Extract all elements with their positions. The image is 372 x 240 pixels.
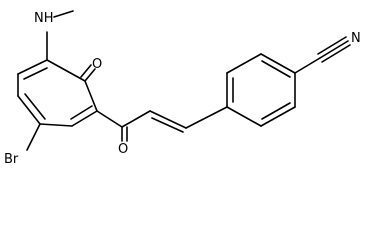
enone-linker (96, 106, 228, 142)
bond-calpha-cbeta (149, 110, 187, 129)
bond-ar3 (260, 53, 296, 74)
bond-c3-co (96, 110, 123, 128)
bond-ar2 (226, 53, 262, 74)
bond-c5-c6 (17, 95, 41, 125)
atom-label-nitrile-nitrogen: N (351, 31, 361, 46)
tropone-ring (17, 59, 98, 127)
bond-c5-c6-inner (24, 93, 46, 120)
bond-c4-c5 (39, 123, 73, 127)
bond-ar6 (226, 106, 262, 127)
bond-c3-c4-inner (70, 105, 93, 120)
bond-c5-br (26, 123, 41, 151)
methylamino-group (46, 10, 74, 61)
structure-canvas: NH O O Br N (4, 10, 361, 167)
benzene-ring (226, 53, 296, 127)
bond-c2-o (84, 68, 96, 82)
bond-triple-a (319, 40, 349, 59)
atom-label-enone-oxygen: O (118, 142, 128, 157)
atom-label-ring-oxygen: O (92, 57, 102, 72)
atom-label-nh: NH (34, 11, 54, 26)
bond-calpha-cbeta-inner (151, 117, 184, 133)
bond-co-calpha (121, 110, 151, 128)
bond-c3-c4 (71, 110, 98, 127)
atom-label-bromine: Br (4, 152, 19, 167)
bond-c1-c2 (46, 59, 86, 82)
bond-cbeta-ipso (185, 106, 228, 129)
bond-triple-c (317, 36, 347, 55)
bond-c2-c3 (84, 80, 98, 112)
bond-c7-c1-inner (23, 67, 48, 80)
bond-n-methyl (53, 10, 74, 18)
bond-ar5 (260, 106, 296, 127)
bond-c7-c1 (17, 59, 48, 75)
bond-c2-o-second (80, 64, 92, 78)
bond-ar5-inner (261, 102, 291, 120)
ring-carbonyl (80, 64, 96, 82)
nitrile-group (294, 36, 351, 74)
bond-triple-b (321, 44, 351, 63)
bond-ar3-inner (261, 60, 291, 78)
bond-ar-cn (294, 57, 321, 74)
